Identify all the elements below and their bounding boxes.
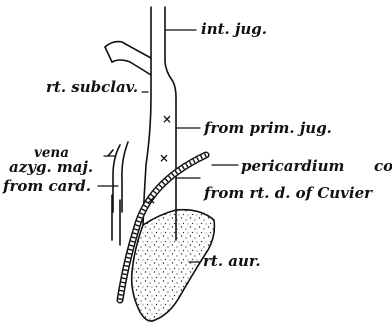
label-pericardium: pericardium (241, 157, 344, 175)
label-azyg-maj: azyg. maj. (9, 158, 93, 176)
label-int-jug: int. jug. (201, 20, 267, 38)
vena-azygos-major (108, 142, 128, 212)
marker-lower: × (146, 193, 156, 207)
marker-upper: × (162, 112, 172, 126)
label-rt-aur: rt. aur. (203, 252, 261, 270)
right-auricle (132, 210, 215, 321)
label-rt-subclav: rt. subclav. (46, 78, 138, 96)
label-from-card: from card. (2, 177, 91, 195)
right-subclavian-vein (105, 42, 151, 75)
label-from-prim-jug: from prim. jug. (203, 119, 332, 137)
label-cut-fragment: co (374, 157, 392, 175)
label-from-rt-d-cuvier: from rt. d. of Cuvier (203, 184, 373, 202)
marker-middle: × (159, 151, 169, 165)
